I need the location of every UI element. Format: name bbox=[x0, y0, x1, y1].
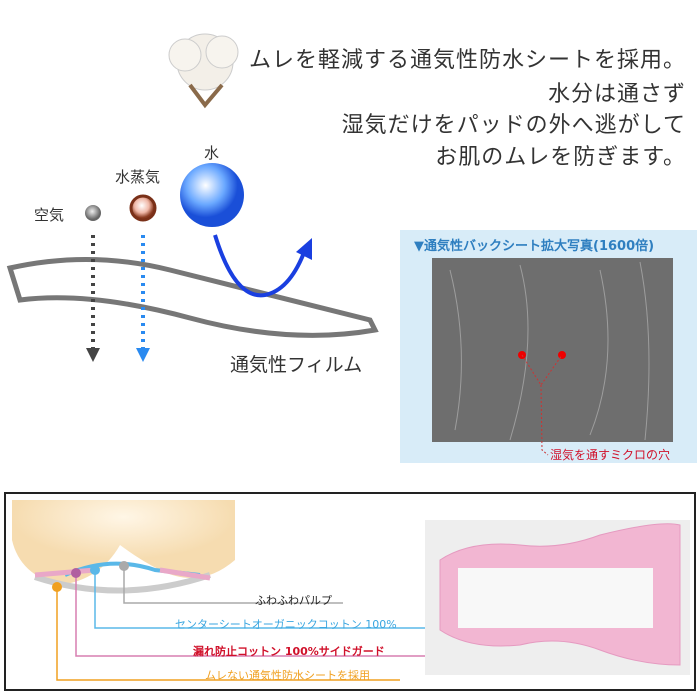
water-label: 水 bbox=[204, 144, 220, 162]
side-guard-label: 漏れ防止コットン 100%サイドガード bbox=[193, 645, 385, 658]
cotton-icon bbox=[168, 33, 239, 109]
microscope-photo bbox=[432, 258, 673, 442]
pulp-label: ふわふわパルプ bbox=[255, 594, 332, 607]
air-ball bbox=[85, 205, 101, 221]
vapor-label: 水蒸気 bbox=[115, 168, 161, 186]
film-label: 通気性フィルム bbox=[230, 354, 363, 376]
vapor-ball bbox=[129, 194, 157, 222]
photo-caption: 湿気を通すミクロの穴 bbox=[550, 448, 671, 462]
headline-line-4: お肌のムレを防ぎます。 bbox=[435, 145, 686, 170]
air-label: 空気 bbox=[34, 206, 65, 224]
photo-title: ▼通気性バックシート拡大写真(1600倍) bbox=[414, 239, 655, 254]
back-sheet-label: ムレない通気性防水シートを採用 bbox=[205, 669, 370, 682]
water-ball bbox=[180, 163, 244, 227]
breathable-film bbox=[6, 256, 379, 338]
headline-line-2: 水分は通さず bbox=[547, 82, 686, 107]
skin-shape bbox=[12, 500, 235, 585]
water-bounce-arrow bbox=[213, 234, 307, 298]
headline-line-3: 湿気だけをパッドの外へ逃がして bbox=[341, 113, 686, 138]
headline-line-1: ムレを軽減する通気性防水シートを採用。 bbox=[248, 48, 686, 73]
center-sheet-label: センターシートオーガニックコットン 100% bbox=[175, 618, 397, 631]
